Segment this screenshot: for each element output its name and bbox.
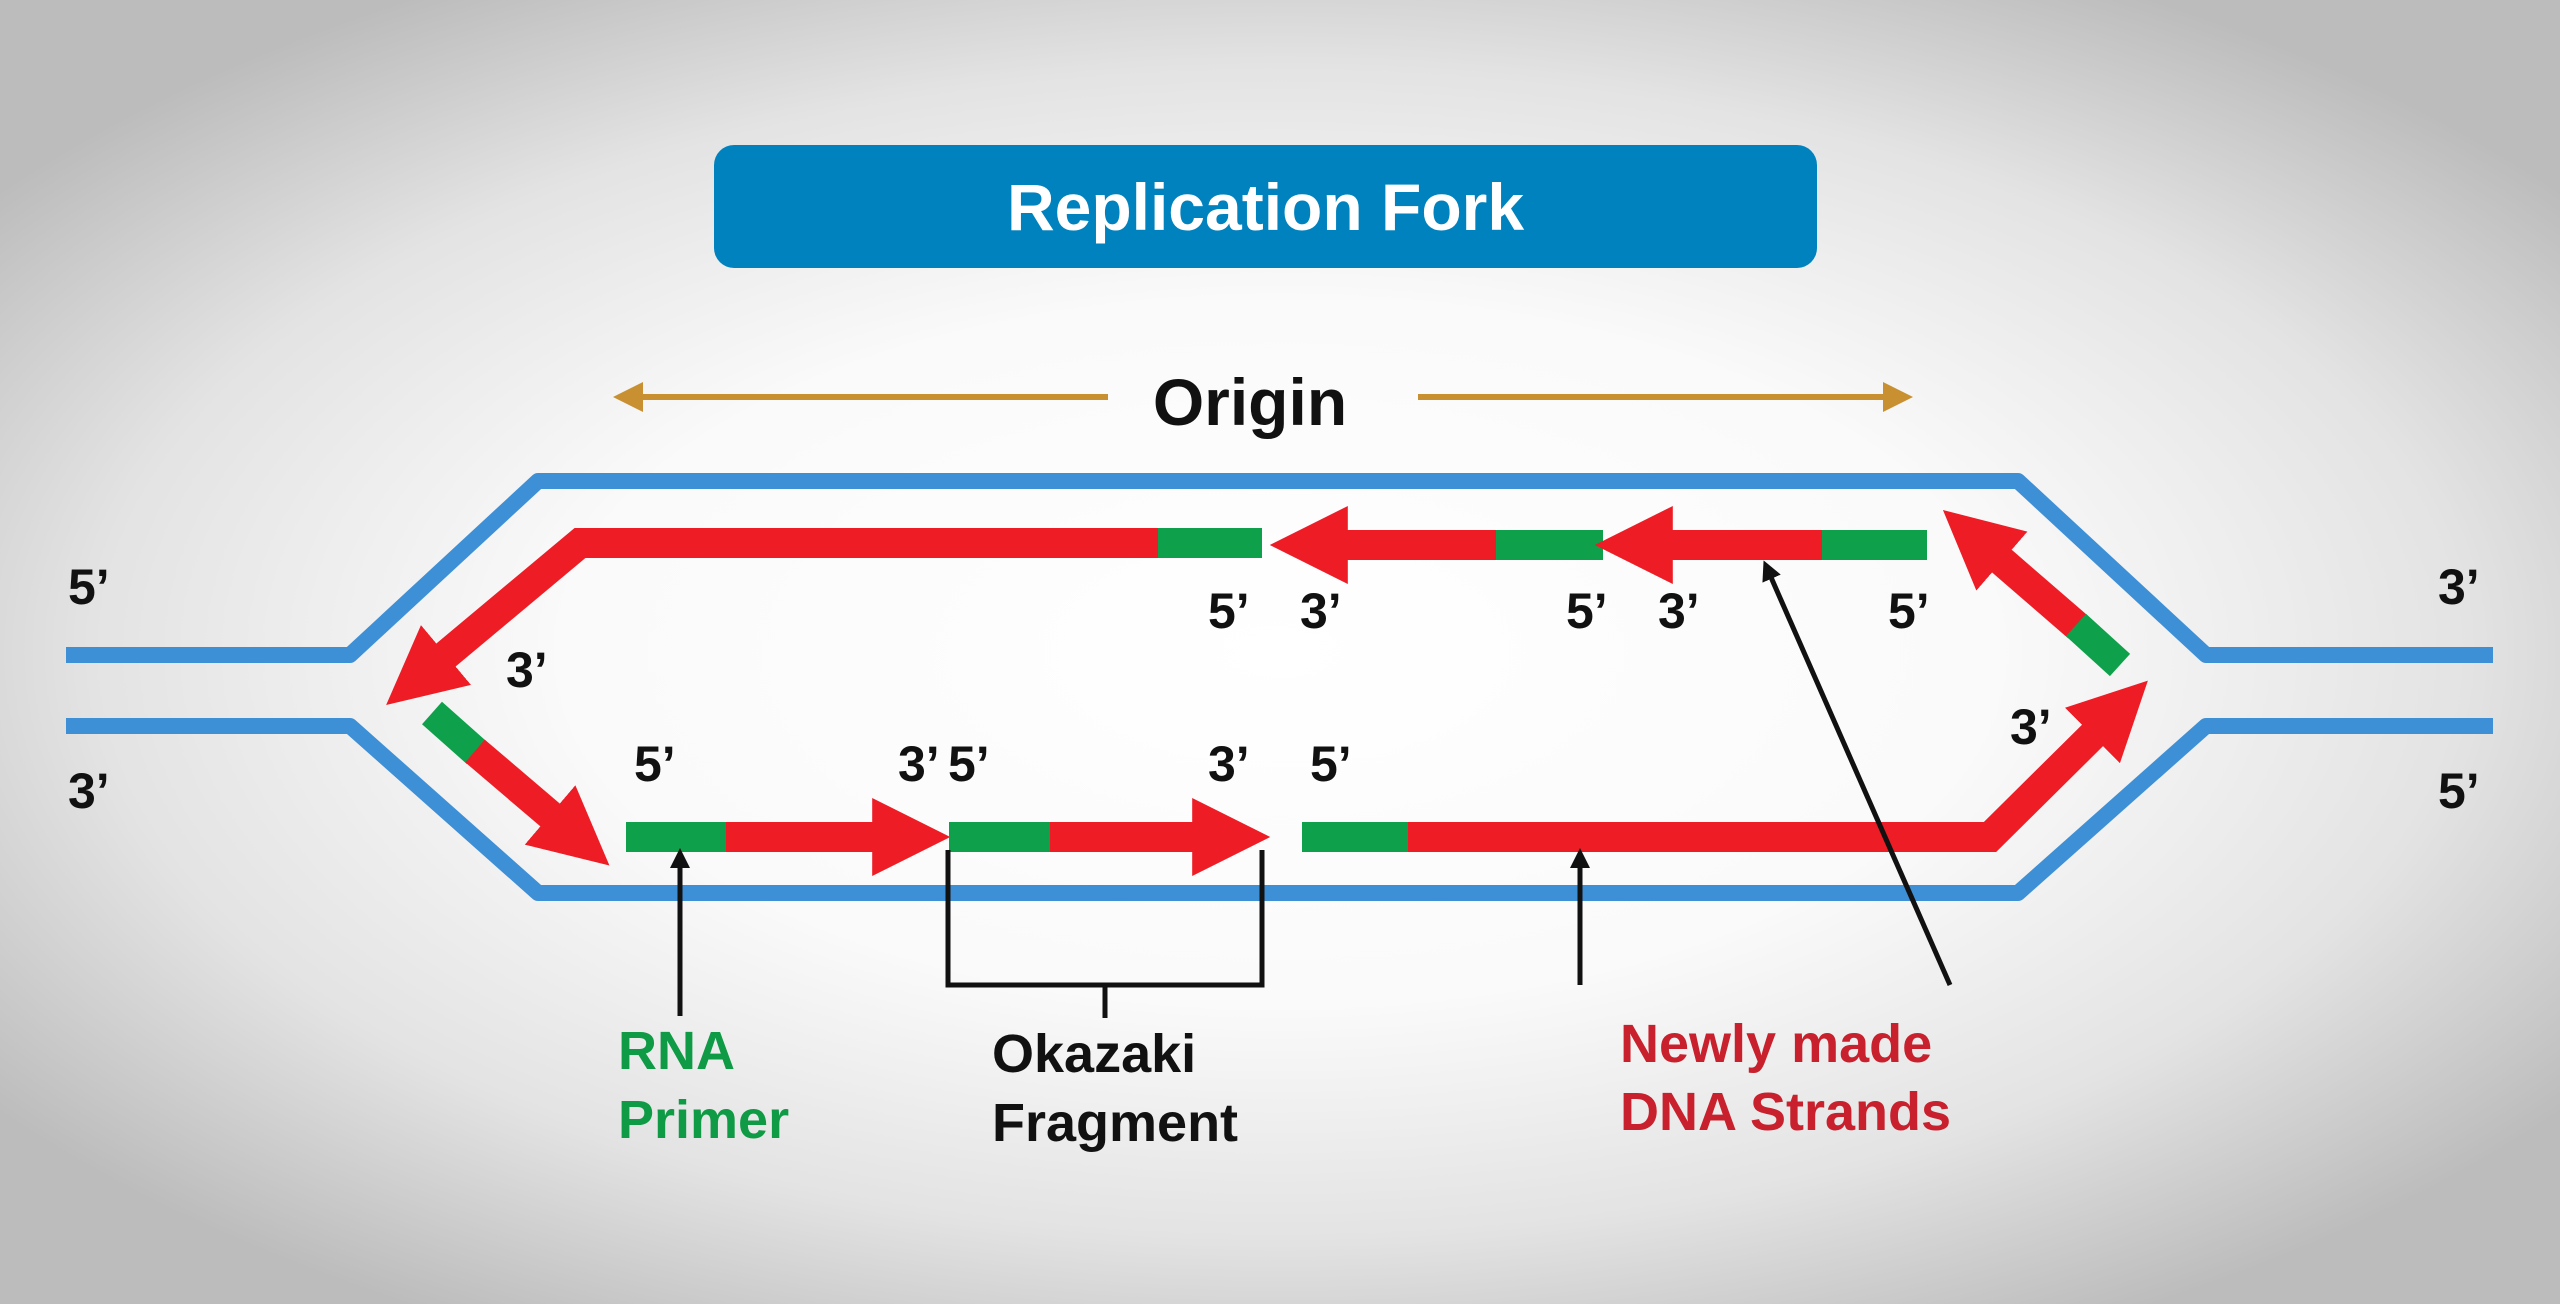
parent-strand-bottom [66,718,2493,901]
lower-strand-labels: 5’ 3’ 5’ 3’ 5’ 3’ [634,699,2052,792]
upper-leading-strand [386,528,1160,706]
parent-dna [66,473,2493,901]
captions: RNA Primer Okazaki Fragment Newly made D… [618,1014,1951,1153]
polarity-label: 5’ [634,736,676,792]
polarity-label: 5’ [1208,583,1250,639]
polarity-label: 5’ [1310,736,1352,792]
polarity-label: 5’ [948,736,990,792]
polarity-label: 5’ [1888,583,1930,639]
end-labels: 5’ 3’ 3’ 5’ [68,559,2480,819]
end-label-right-top: 3’ [2438,559,2480,615]
end-label-right-bottom: 5’ [2438,763,2480,819]
okazaki-fragment-caption-line1: Okazaki [992,1024,1196,1084]
upper-strand-labels: 3’ 5’ 3’ 5’ 3’ 5’ [506,583,1930,698]
origin-label: Origin [1153,365,1347,439]
new-strands-caption-line1: Newly made [1620,1014,1932,1074]
rna-primer-caption-line1: RNA [618,1021,735,1081]
rna-primer [422,701,487,765]
okazaki-fragment-red [1942,510,2088,639]
rna-primer-caption-line2: Primer [618,1090,789,1150]
polarity-label: 3’ [898,736,940,792]
polarity-label: 3’ [2010,699,2052,755]
new-strands-caption-line2: DNA Strands [1620,1082,1951,1142]
rna-primer [2065,613,2131,677]
lower-leading-strand [1408,680,2148,852]
okazaki-fragment-red [465,739,610,866]
parent-strand-top [66,473,2493,663]
polarity-label: 3’ [1300,583,1342,639]
polarity-label: 3’ [1208,736,1250,792]
title-banner: Replication Fork [714,145,1817,268]
okazaki-fragment-caption-line2: Fragment [992,1093,1238,1153]
polarity-label: 3’ [506,642,548,698]
end-label-left-bottom: 3’ [68,763,110,819]
polarity-label: 5’ [1566,583,1608,639]
diagram-title: Replication Fork [1006,169,1525,244]
upper-new-strands [386,506,2131,706]
end-label-left-top: 5’ [68,559,110,615]
okazaki-fragment-bracket [945,850,1265,988]
polarity-label: 3’ [1658,583,1700,639]
new-strand-pointer-upper [1762,560,1953,987]
lower-new-strands [422,680,2148,876]
pointers [670,560,1953,1018]
